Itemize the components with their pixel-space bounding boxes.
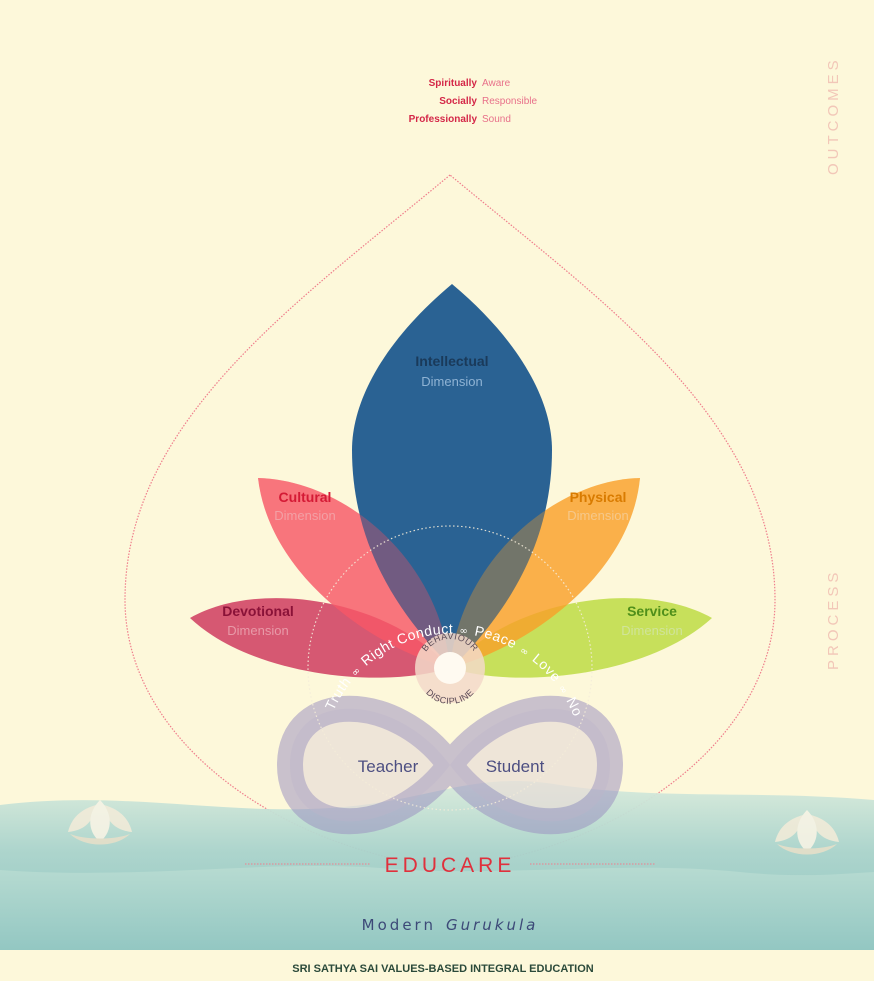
water [0, 781, 874, 981]
cultural-petal [258, 478, 450, 668]
outcomes-list: Spiritually Aware Socially Responsible P… [409, 78, 538, 125]
footer-title: SRI SATHYA SAI VALUES-BASED INTEGRAL EDU… [292, 963, 594, 975]
modern-label: Modern [362, 916, 436, 934]
intellectual-petal [352, 284, 552, 668]
physical-petal [450, 478, 640, 668]
process-side-label: PROCESS [825, 569, 842, 670]
service-sub: Dimension [621, 623, 682, 638]
physical-title: Physical [570, 489, 627, 505]
devotional-petal [190, 598, 450, 678]
modern-gurukula: Modern Gurukula [362, 916, 539, 934]
outcome-right-1: Aware [482, 78, 511, 89]
footer-band [0, 950, 874, 981]
physical-sub: Dimension [567, 508, 628, 523]
right-lotus-icon [775, 810, 839, 855]
center-core: BEHAVIOUR DISCIPLINE [415, 631, 485, 706]
intellectual-sub: Dimension [421, 374, 482, 389]
teacher-label: Teacher [358, 757, 419, 776]
outcome-left-1: Spiritually [429, 78, 478, 89]
gurukula-label: Gurukula [446, 916, 538, 934]
educare-banner: EDUCARE [245, 854, 655, 877]
outcome-right-3: Sound [482, 114, 511, 125]
outcome-left-2: Socially [439, 96, 477, 107]
cultural-title: Cultural [279, 489, 332, 505]
separator-2: ∞ [459, 626, 469, 638]
outcomes-side-label: OUTCOMES [825, 56, 842, 175]
devotional-title: Devotional [222, 603, 294, 619]
intellectual-title: Intellectual [415, 353, 488, 369]
left-lotus-icon [68, 800, 132, 845]
dimension-labels: Intellectual Dimension Cultural Dimensio… [222, 353, 683, 638]
service-petal [450, 598, 712, 678]
student-label: Student [486, 757, 545, 776]
devotional-sub: Dimension [227, 623, 288, 638]
cultural-sub: Dimension [274, 508, 335, 523]
outcome-right-2: Responsible [482, 96, 537, 107]
lotus-petals [190, 284, 712, 678]
service-title: Service [627, 603, 677, 619]
educare-title: EDUCARE [385, 854, 516, 877]
values-ring [307, 525, 593, 811]
outcome-left-3: Professionally [409, 114, 478, 125]
